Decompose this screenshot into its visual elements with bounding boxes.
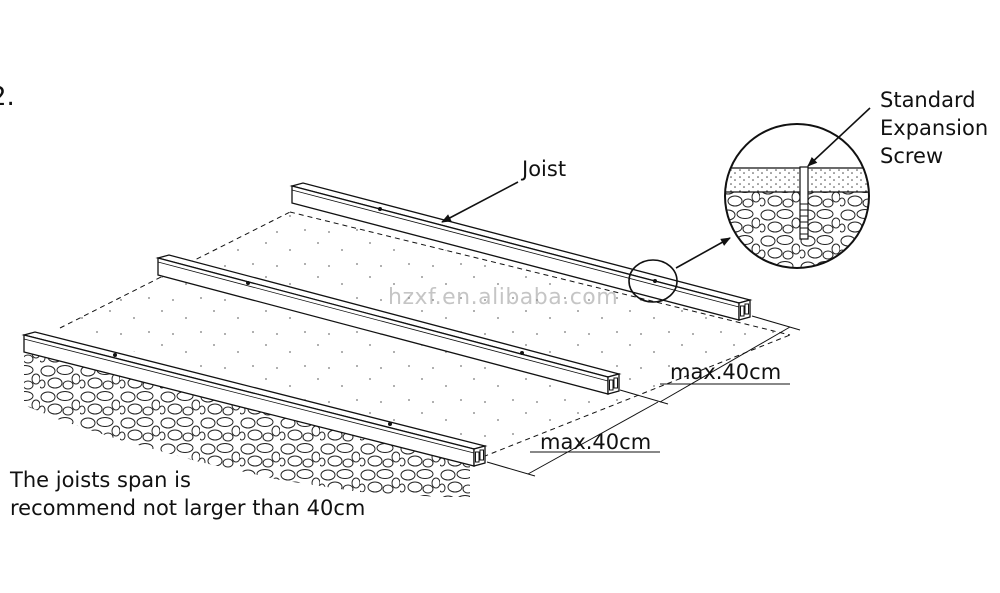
joist-middle <box>155 254 622 395</box>
screw-detail-view <box>724 123 870 269</box>
joist-front <box>21 331 488 467</box>
span-note: The joists span is recommend not larger … <box>10 466 365 522</box>
expansion-screw-label: Standard Expansion Screw <box>880 86 988 170</box>
watermark: hzxf.en.alibaba.com <box>388 285 619 310</box>
callout-arrow <box>675 237 731 269</box>
joist-leader-arrow <box>441 181 519 223</box>
span-note-line-1: The joists span is <box>10 468 191 492</box>
screw-label-line-2: Expansion <box>880 116 989 140</box>
joist-label: Joist <box>522 157 567 181</box>
step-number: 2. <box>0 82 15 112</box>
expansion-screw-icon <box>799 166 809 240</box>
span-dimension-bottom: max.40cm <box>540 430 652 454</box>
joist-back <box>289 182 753 321</box>
screw-label-line-1: Standard <box>880 88 976 112</box>
screw-leader-arrow <box>807 107 871 167</box>
span-note-line-2: recommend not larger than 40cm <box>10 496 366 520</box>
span-dimension-top: max.40cm <box>670 360 782 384</box>
dimension-lines <box>486 315 801 477</box>
gravel-base <box>24 352 470 497</box>
screw-label-line-3: Screw <box>880 144 944 168</box>
callout-circle <box>628 259 678 303</box>
